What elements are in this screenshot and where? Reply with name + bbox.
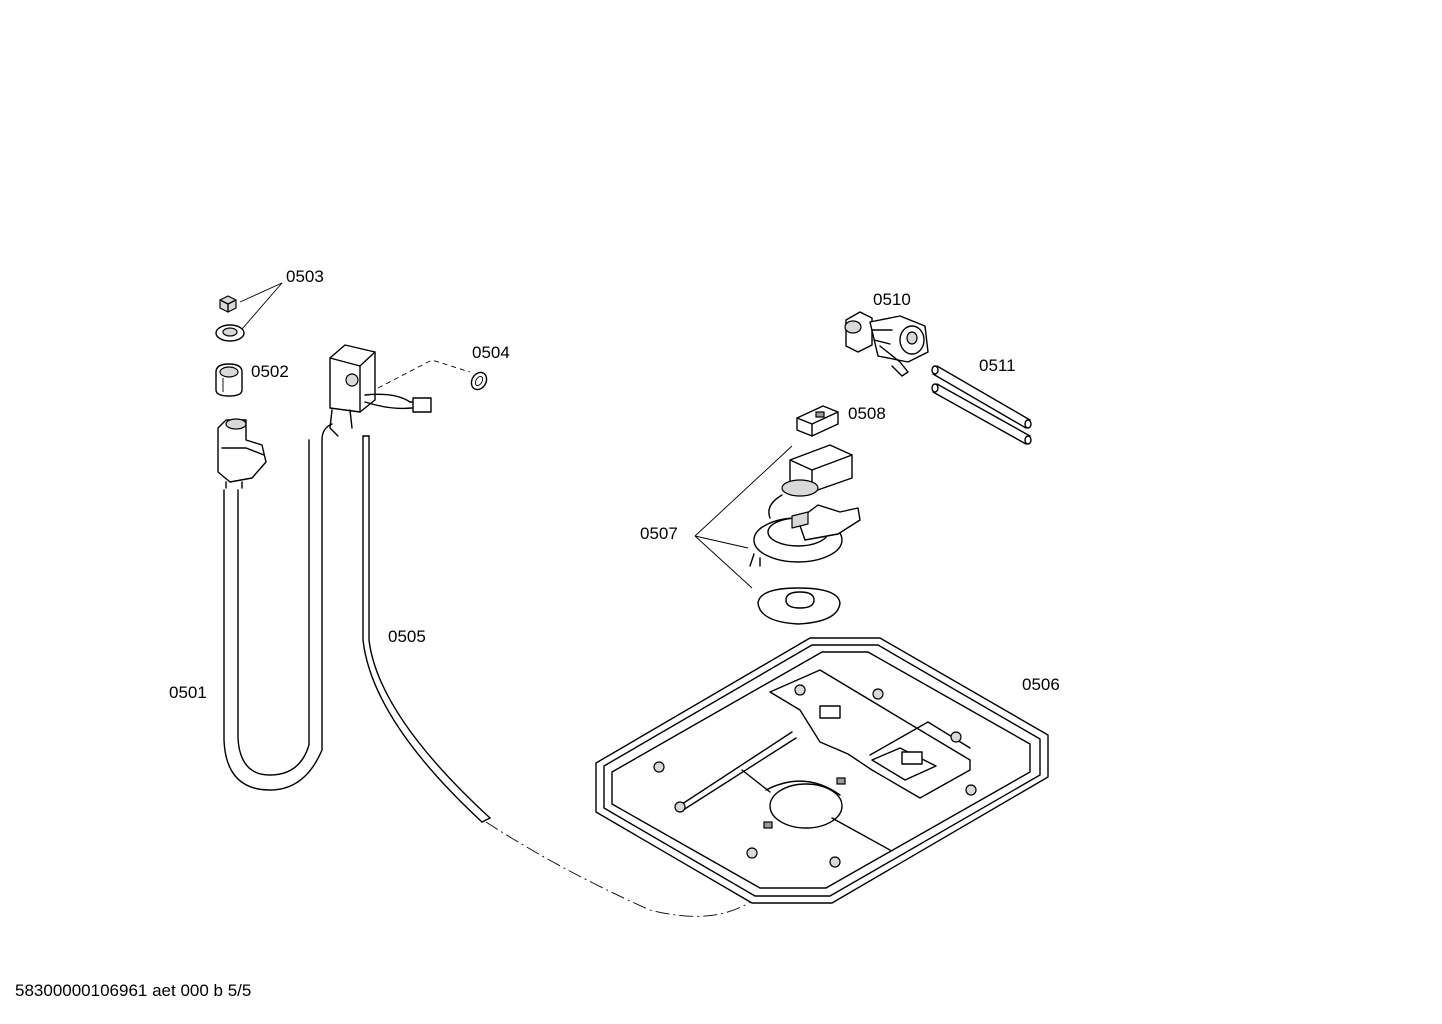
part-0505-drain-hose <box>362 435 761 917</box>
label-0511: 0511 <box>979 356 1016 375</box>
part-0501-connector-block <box>329 344 471 437</box>
part-0507-pressure-switch <box>694 444 861 625</box>
part-0504-o-ring <box>470 371 488 391</box>
label-0501: 0501 <box>169 683 207 702</box>
part-0508-connector <box>796 405 839 437</box>
part-0511-tubes <box>931 365 1032 445</box>
label-0503: 0503 <box>286 267 324 286</box>
part-0510-inlet-valve <box>844 311 929 377</box>
document-id: 58300000106961 aet 000 b 5/5 <box>15 981 252 1000</box>
label-0504: 0504 <box>472 343 510 362</box>
part-0501-inlet-hose <box>217 418 333 791</box>
part-0506-base-tray <box>595 637 1049 904</box>
label-0505: 0505 <box>388 627 426 646</box>
label-0502: 0502 <box>251 362 289 381</box>
part-0503-nut-and-washer <box>215 282 283 342</box>
part-0502-cap <box>215 363 243 397</box>
label-0510: 0510 <box>873 290 911 309</box>
label-0507: 0507 <box>640 524 678 543</box>
label-0508: 0508 <box>848 404 886 423</box>
label-0506: 0506 <box>1022 675 1060 694</box>
